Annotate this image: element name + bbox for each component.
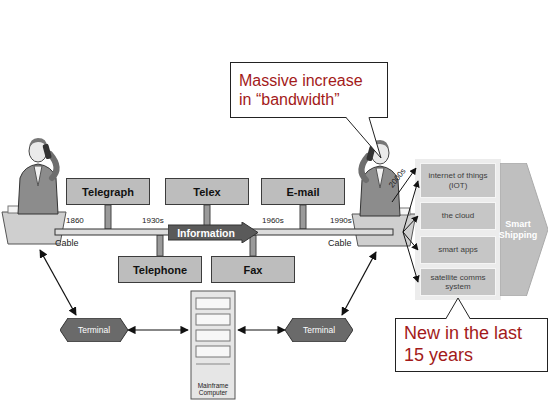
era-label: 2000s — [387, 167, 408, 190]
technology-box: internet of things (IOT) — [420, 163, 496, 198]
year-label: 1960s — [262, 216, 284, 225]
callout-box: Massive increase in “bandwidth” — [230, 62, 388, 118]
cable-label: Cable — [328, 238, 352, 248]
node-text: Smart Shipping — [499, 219, 538, 241]
person-illustration — [2, 138, 66, 244]
fan-arrow — [403, 181, 418, 232]
link-arrow — [342, 252, 376, 315]
callout-tail — [346, 117, 381, 158]
device-box: Telex — [165, 178, 249, 205]
terminal-hexagon: Terminal — [285, 318, 353, 342]
drive-bay — [196, 314, 230, 325]
connector-arrow — [128, 329, 188, 330]
terminal-hexagon: Terminal — [60, 318, 128, 342]
shape-outline — [168, 222, 258, 243]
device-box: Telegraph — [66, 178, 150, 205]
device-stand — [157, 235, 163, 256]
callout-box: New in the last 15 years — [395, 318, 548, 372]
drive-bay — [196, 330, 230, 341]
device-box: Telephone — [118, 256, 202, 283]
technology-box: satellite comms system — [420, 268, 496, 296]
node-text: Information — [177, 227, 235, 239]
device-stand — [250, 235, 256, 256]
result-arrow: Smart Shipping — [500, 163, 548, 296]
server-case — [191, 291, 235, 399]
node-text: the cloud — [442, 211, 474, 220]
node-text: satellite comms system — [424, 273, 492, 291]
information-arrow: Information — [168, 222, 258, 243]
node-text: Mainframe Computer — [190, 382, 236, 396]
node-text: Telegraph — [82, 186, 134, 198]
mainframe-computer: Mainframe Computer — [188, 290, 238, 400]
connector-arrow — [238, 329, 285, 330]
fan-arrow — [403, 216, 418, 232]
panel-backdrop — [415, 159, 501, 300]
callout-tail — [446, 298, 470, 319]
node-text: Telephone — [133, 264, 187, 276]
shape-outline — [285, 318, 353, 342]
node-text: Terminal — [303, 325, 335, 335]
node-text: Terminal — [78, 325, 110, 335]
drive-bay — [196, 346, 230, 357]
device-stand — [300, 205, 306, 229]
person-illustration — [352, 140, 416, 246]
drive-bay — [196, 298, 230, 309]
node-text: New in the last 15 years — [404, 323, 539, 366]
shape-outline — [60, 318, 128, 342]
node-text: smart apps — [438, 245, 478, 254]
node-text: Massive increase in “bandwidth” — [239, 71, 379, 109]
year-label: 1930s — [142, 216, 164, 225]
node-text: E-mail — [286, 186, 319, 198]
panel-line — [196, 364, 230, 365]
node-text: Fax — [244, 264, 263, 276]
device-box: Fax — [211, 256, 295, 283]
node-text: Telex — [193, 186, 220, 198]
year-label: 1990s — [330, 216, 352, 225]
fan-arrow — [403, 232, 418, 282]
fan-arrow — [403, 232, 418, 250]
technology-box: the cloud — [420, 202, 496, 230]
device-box: E-mail — [261, 178, 345, 205]
callout-tail — [446, 298, 470, 319]
device-stand — [105, 205, 111, 229]
callout-tail — [346, 118, 381, 159]
technology-box: smart apps — [420, 236, 496, 264]
link-arrow — [40, 250, 76, 315]
year-label: 1860 — [66, 216, 84, 225]
cable-label: Cable — [55, 238, 79, 248]
node-text: internet of things (IOT) — [424, 171, 492, 189]
